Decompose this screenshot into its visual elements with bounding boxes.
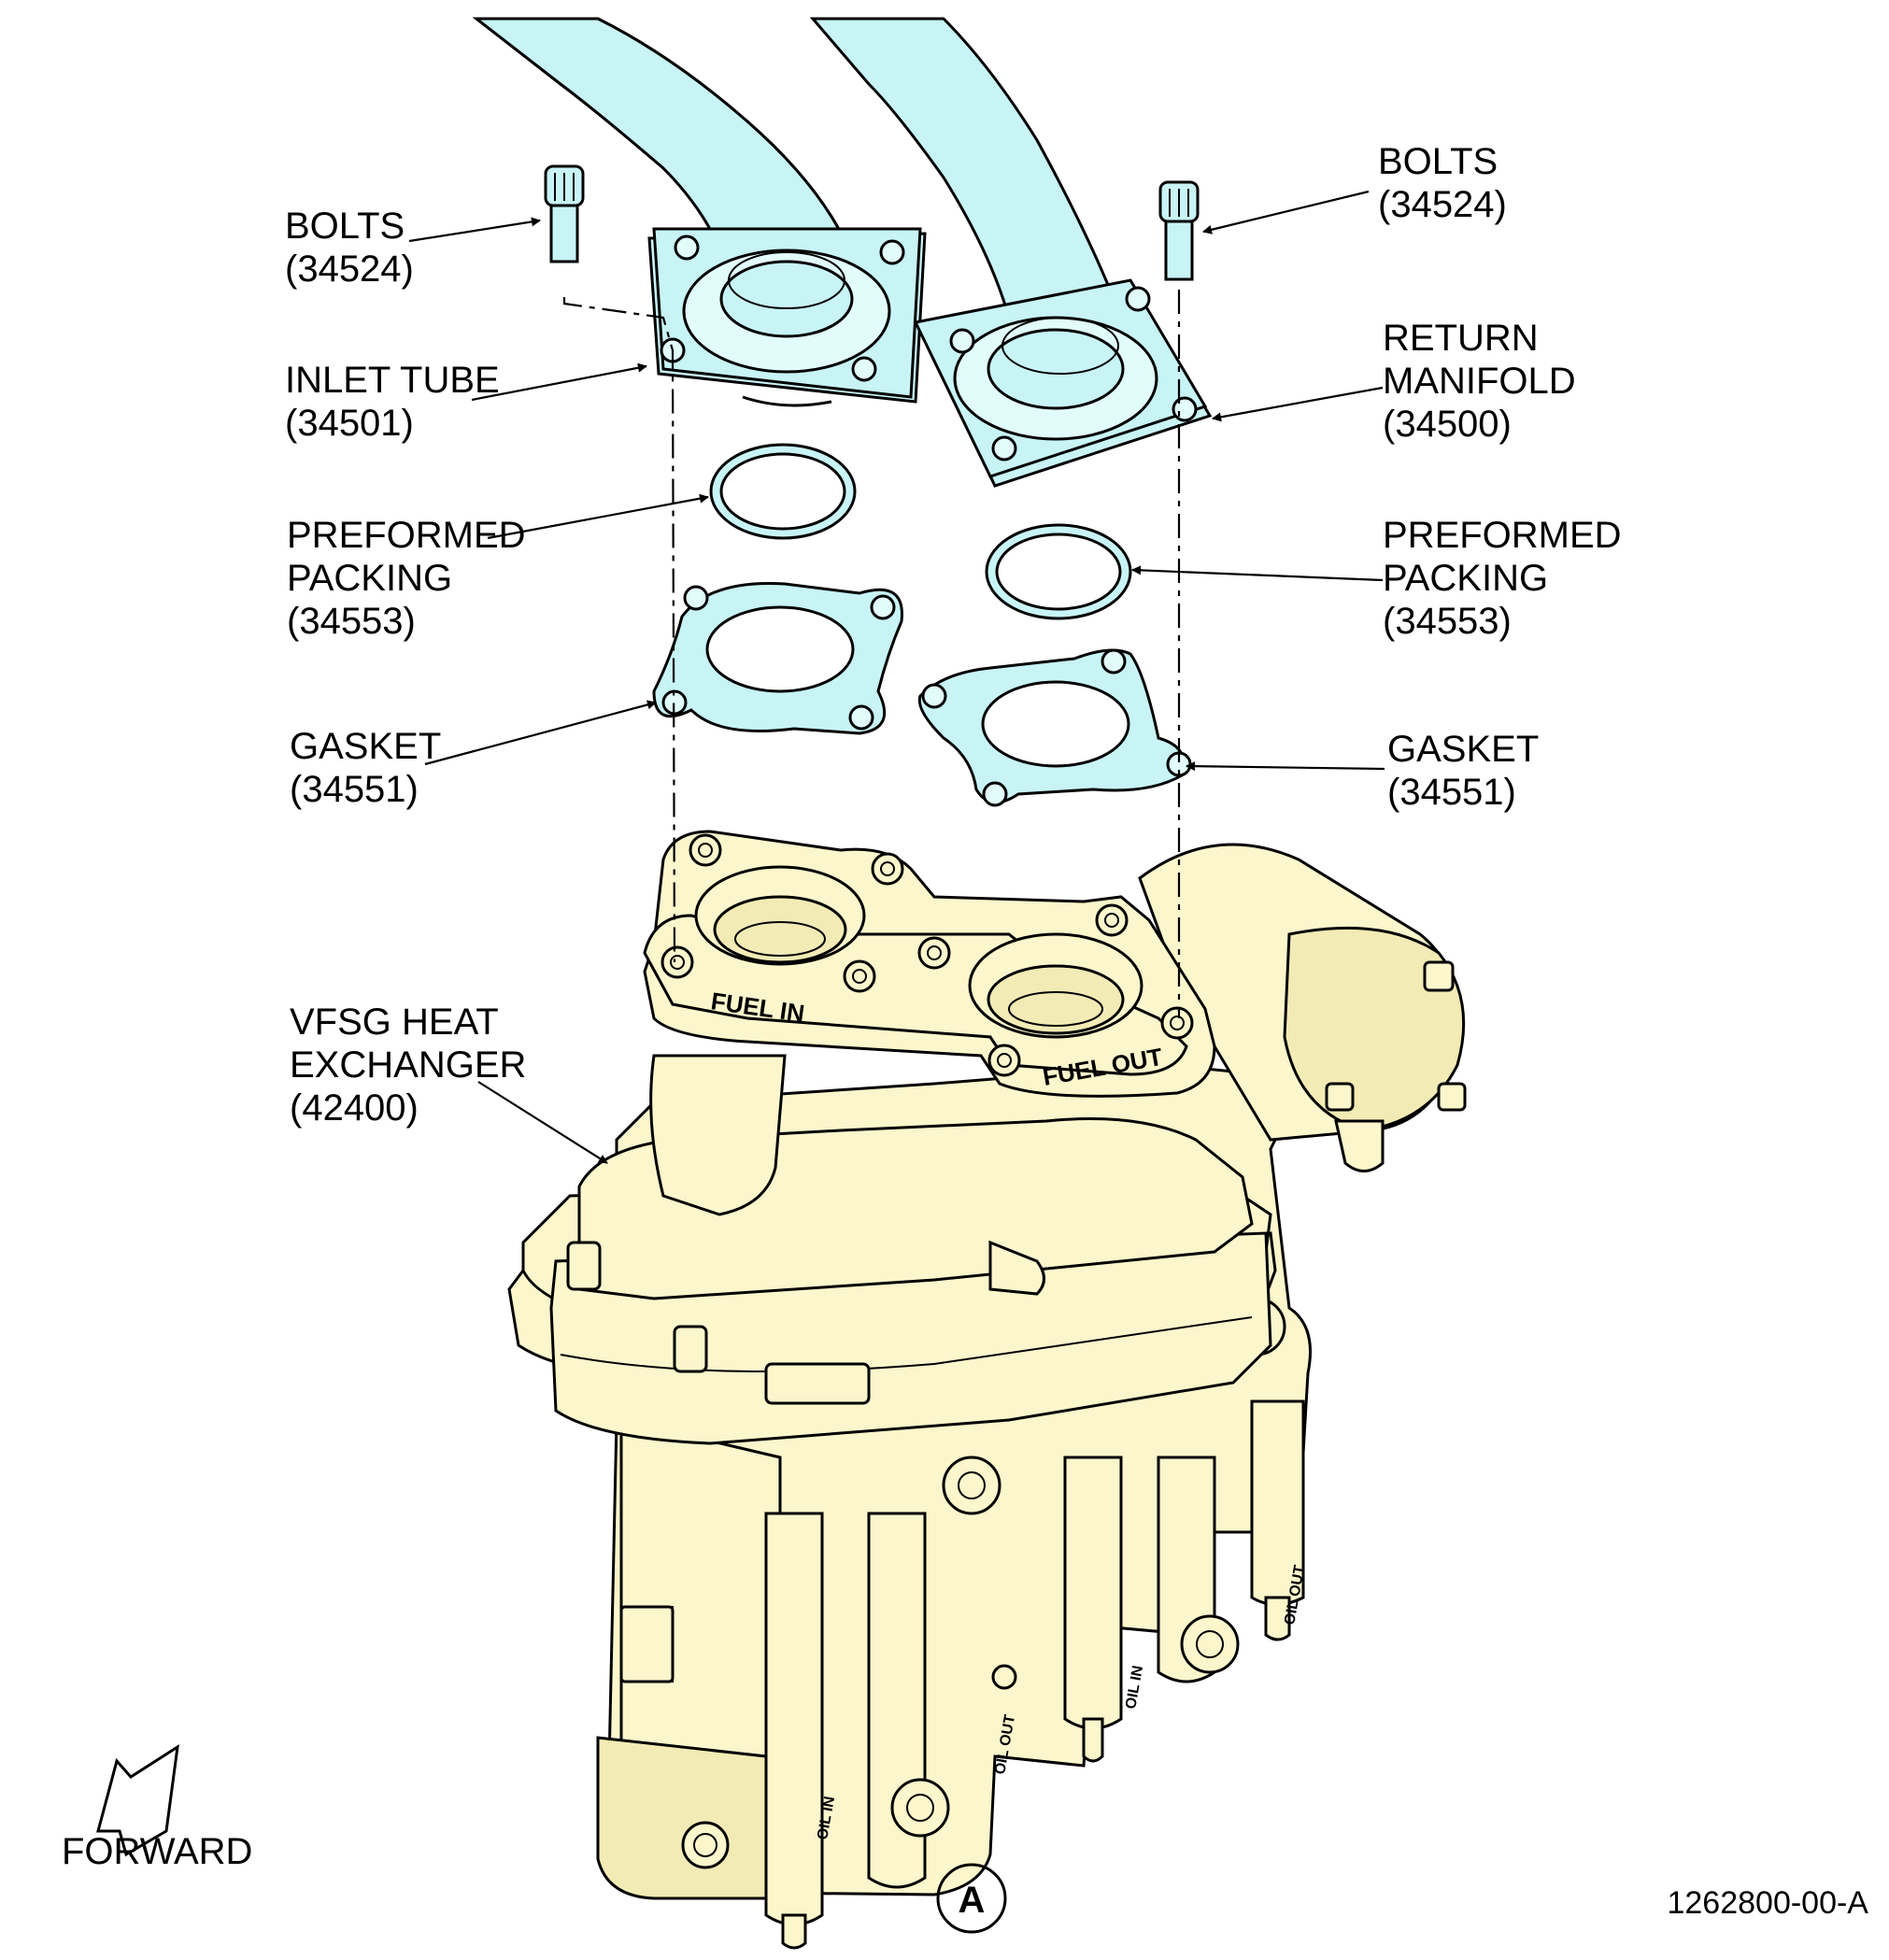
bolts-left-label-line2: (34524)	[285, 249, 414, 290]
return-manifold-label-line1: RETURN	[1383, 318, 1539, 359]
preformed-packing-right	[985, 523, 1132, 620]
inlet-tube-label-line1: INLET TUBE	[285, 360, 500, 401]
forward-arrow-icon	[96, 1743, 179, 1857]
packing-right-label-line3: (34553)	[1383, 601, 1512, 642]
bolts-left-label: BOLTS (34524)	[285, 206, 415, 290]
preformed-packing-left-label: PREFORMED PACKING (34553)	[287, 515, 536, 642]
oil-in-stamp-2: OIL IN	[1123, 1665, 1146, 1711]
packing-right-label-line2: PACKING	[1383, 558, 1548, 599]
return-manifold-label-line3: (34500)	[1383, 404, 1512, 445]
bolt-right	[1158, 180, 1200, 281]
heat-exchanger-label: VFSG HEAT EXCHANGER (42400)	[290, 1001, 537, 1129]
preformed-packing-right-label: PREFORMED PACKING (34553)	[1383, 515, 1632, 642]
bolts-right-label-line2: (34524)	[1378, 184, 1507, 225]
gasket-left-label: GASKET (34551)	[290, 726, 451, 810]
return-manifold	[809, 17, 1213, 488]
inlet-tube-label: INLET TUBE (34501)	[285, 360, 510, 444]
preformed-packing-left	[709, 443, 857, 540]
view-letter: A	[959, 1880, 986, 1921]
gasket-right-label: GASKET (34551)	[1387, 729, 1549, 813]
gasket-left-label-line1: GASKET	[290, 726, 441, 767]
vfsg-heat-exchanger: FUEL IN FUEL OUT OIL IN OIL IN OIL OUT O…	[507, 830, 1467, 1950]
leader-lines	[408, 190, 1385, 1164]
heat-exchanger-label-line2: EXCHANGER	[290, 1044, 526, 1086]
gasket-left	[652, 581, 903, 735]
heat-exchanger-label-line3: (42400)	[290, 1087, 419, 1129]
packing-left-label-line1: PREFORMED	[287, 515, 526, 556]
bolts-right-label: BOLTS (34524)	[1378, 141, 1508, 225]
inlet-tube	[472, 17, 927, 407]
bolts-right-label-line1: BOLTS	[1378, 141, 1498, 182]
centerline-left	[562, 297, 676, 963]
packing-left-label-line3: (34553)	[287, 601, 416, 642]
gasket-left-label-line2: (34551)	[290, 769, 419, 810]
heat-exchanger-label-line1: VFSG HEAT	[290, 1001, 498, 1043]
gasket-right	[917, 648, 1192, 807]
return-manifold-label: RETURN MANIFOLD (34500)	[1383, 318, 1586, 445]
packing-right-label-line1: PREFORMED	[1383, 515, 1622, 556]
gasket-right-label-line1: GASKET	[1387, 729, 1539, 770]
packing-left-label-line2: PACKING	[287, 558, 452, 599]
return-manifold-label-line2: MANIFOLD	[1383, 361, 1576, 402]
forward-label: FORWARD	[62, 1831, 252, 1872]
bolt-left	[544, 164, 585, 263]
figure-id: 1262800-00-A	[1667, 1885, 1868, 1921]
bolts-left-label-line1: BOLTS	[285, 206, 405, 247]
gasket-right-label-line2: (34551)	[1387, 772, 1516, 813]
inlet-tube-label-line2: (34501)	[285, 403, 414, 444]
view-letter-circle	[936, 1863, 1007, 1934]
